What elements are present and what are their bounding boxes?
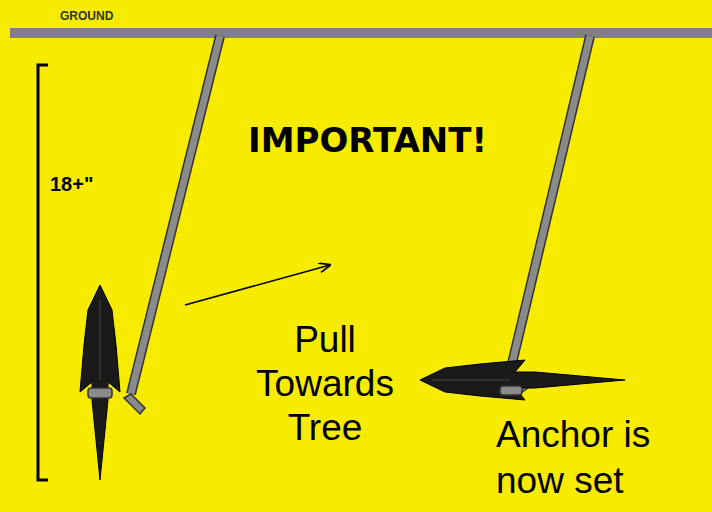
warning-title: IMPORTANT! <box>248 120 487 160</box>
ground-bar <box>10 28 712 38</box>
ground-label: GROUND <box>60 9 113 23</box>
anchor-horizontal <box>420 360 625 400</box>
pull-arrow <box>185 265 330 305</box>
anchor-vertical <box>80 285 120 480</box>
depth-bracket <box>38 65 48 480</box>
depth-dimension: 18+" <box>50 172 93 196</box>
anchor-strap <box>124 36 590 414</box>
instruction-text: Pull Towards Tree <box>240 318 410 450</box>
status-text: Anchor is now set <box>496 412 706 504</box>
